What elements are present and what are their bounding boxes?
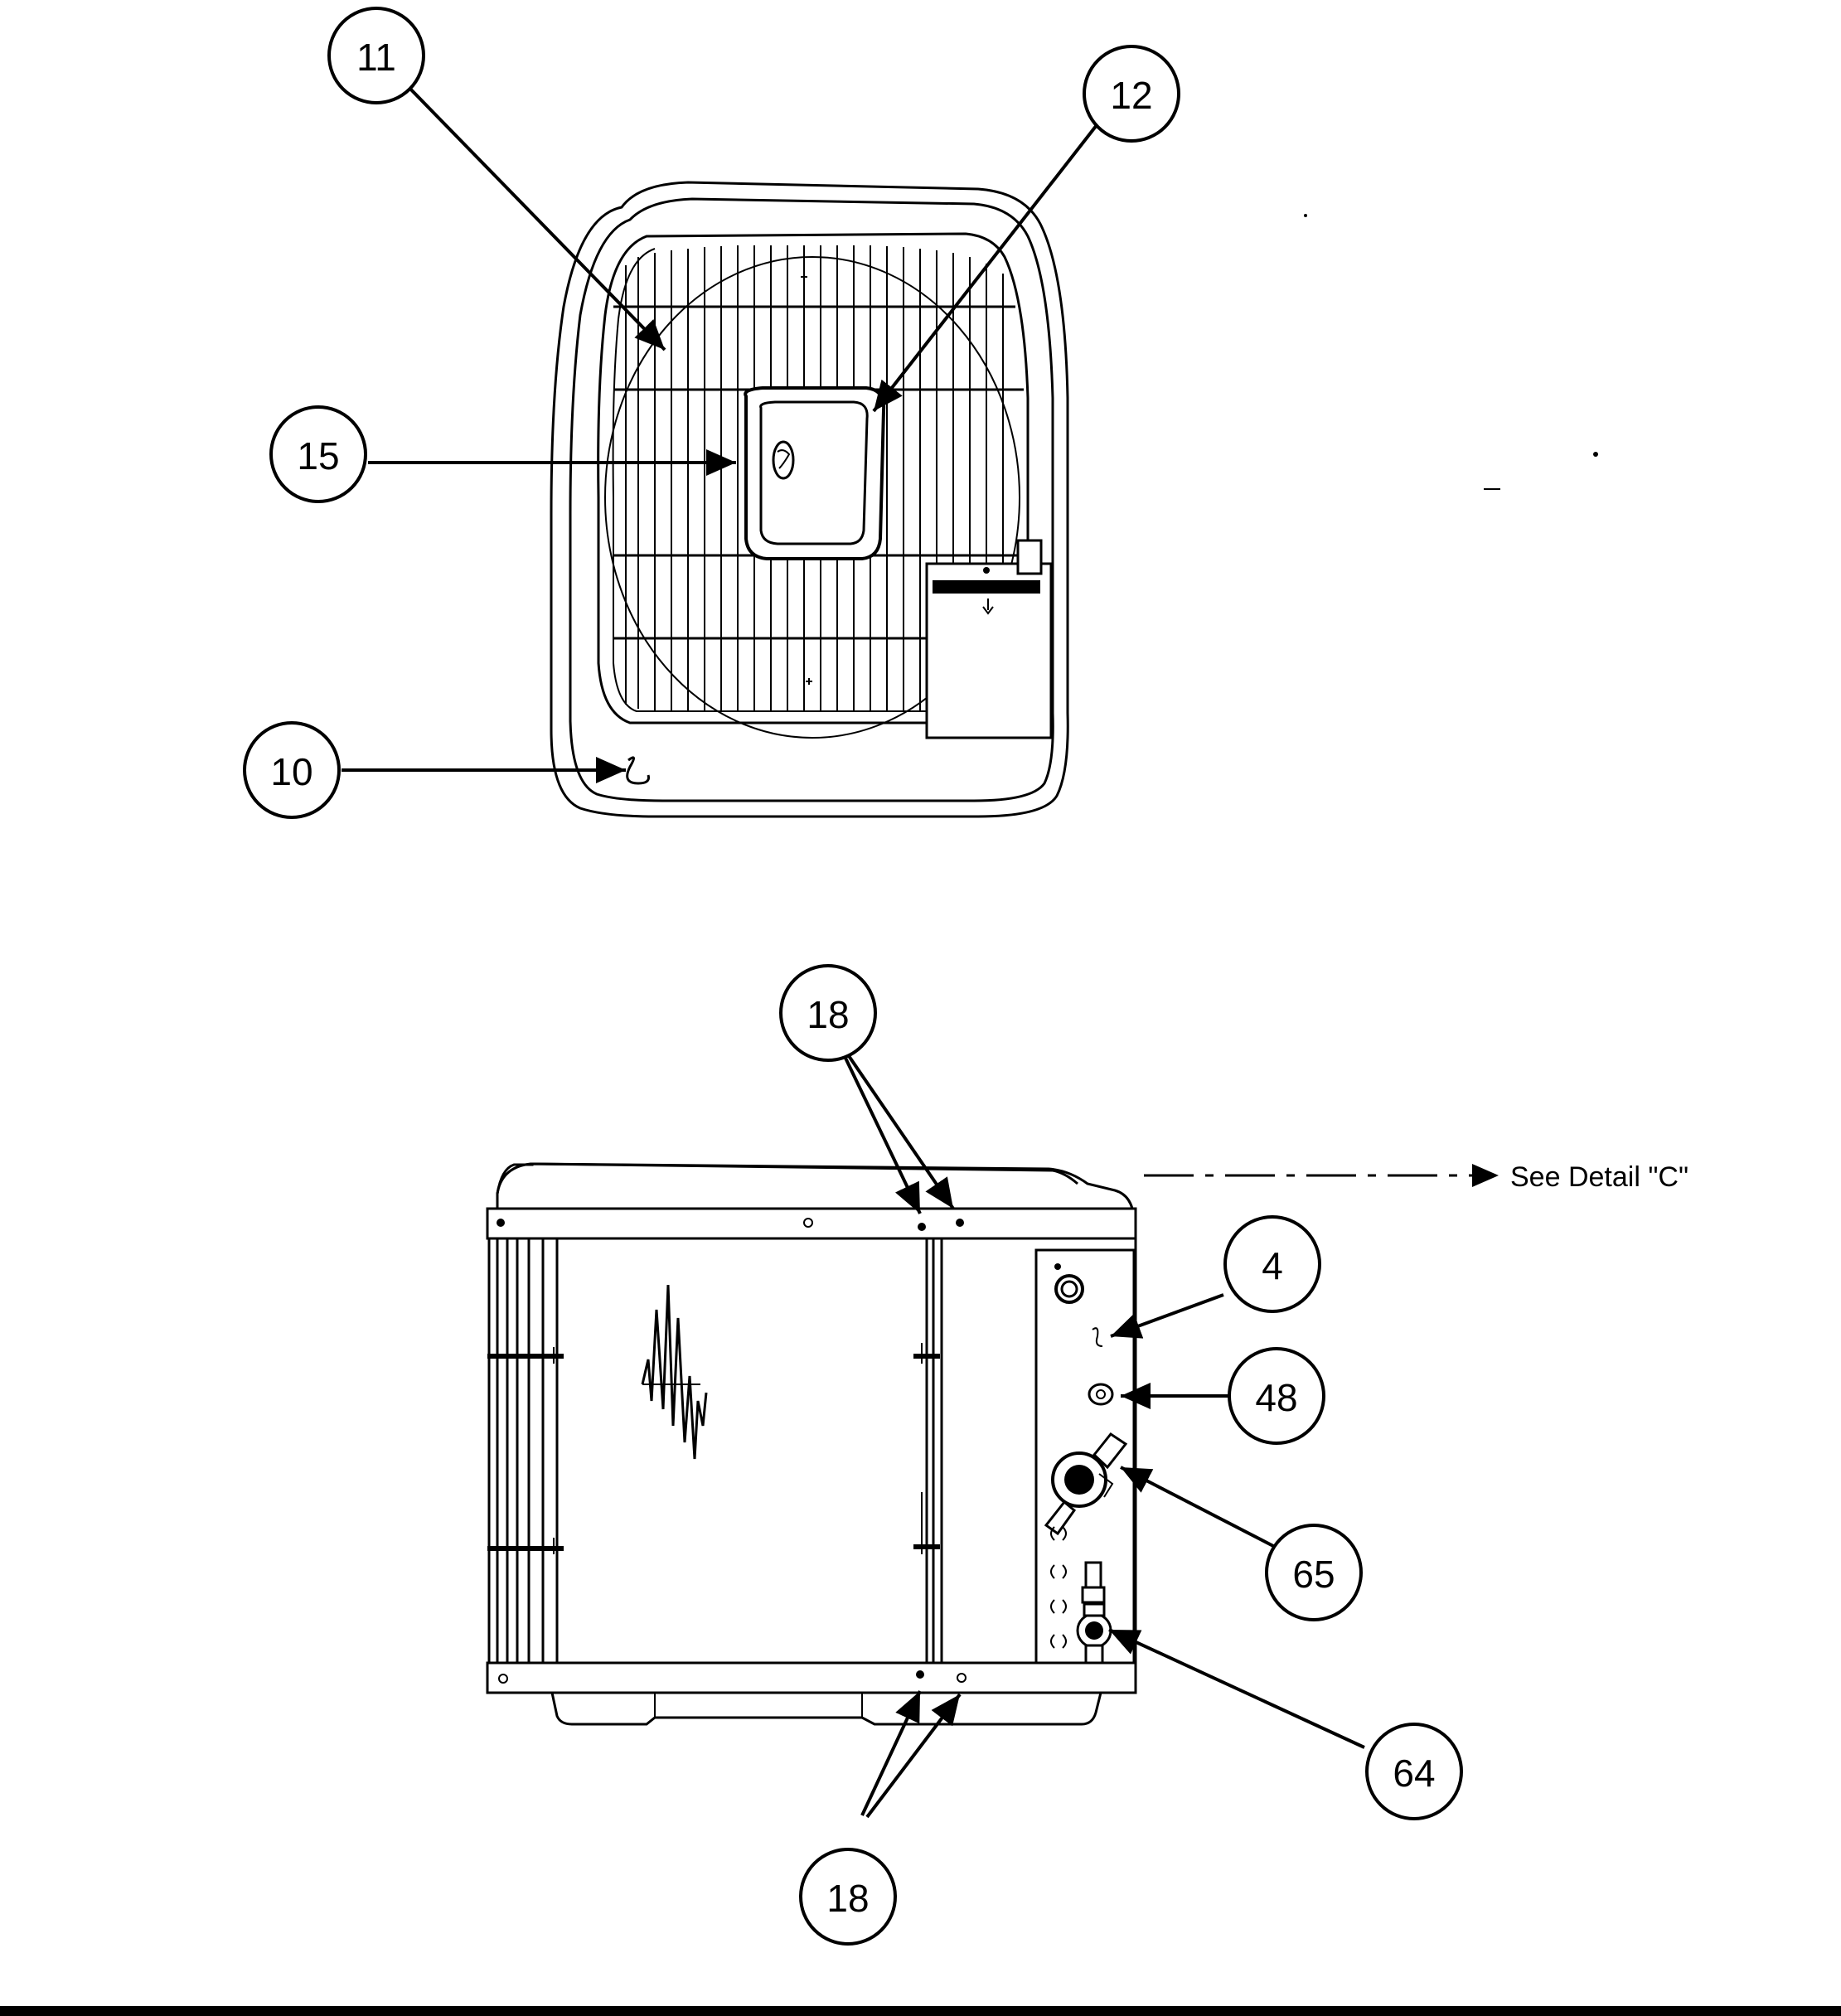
see-detail-note: See Detail "C" [1510,1161,1688,1193]
callout-65: 65 [1265,1524,1363,1621]
callout-18-bottom: 18 [799,1848,897,1946]
callout-11: 11 [327,7,425,104]
callout-48-label: 48 [1255,1376,1297,1419]
bottom-border [0,2006,1841,2016]
callout-10-label: 10 [270,750,312,793]
fan-hub-cover [744,386,886,560]
callout-15-label: 15 [297,434,339,477]
side-view-unit [486,1162,1137,1726]
callout-10: 10 [243,721,341,819]
callout-15: 15 [269,405,367,503]
callout-48: 48 [1228,1347,1325,1445]
leader-lines [342,81,1365,1819]
service-panel [925,539,1053,739]
callout-12: 12 [1083,45,1180,143]
callout-65-label: 65 [1292,1553,1335,1596]
callout-18-top: 18 [779,964,877,1062]
callout-11-label: 11 [356,36,396,79]
callout-4-label: 4 [1262,1244,1283,1287]
callout-18-bottom-label: 18 [826,1877,869,1920]
callout-64-label: 64 [1393,1752,1435,1795]
liquid-valve [1076,1561,1112,1665]
callout-12-label: 12 [1110,74,1152,117]
callout-64: 64 [1365,1723,1463,1820]
suction-valve [1044,1432,1128,1536]
knockouts [1050,1526,1067,1649]
callout-4: 4 [1223,1215,1321,1313]
callout-18-top-label: 18 [807,993,849,1036]
detail-c-pointer: See Detail "C" [1144,1161,1688,1193]
top-view-unit [550,181,1069,818]
